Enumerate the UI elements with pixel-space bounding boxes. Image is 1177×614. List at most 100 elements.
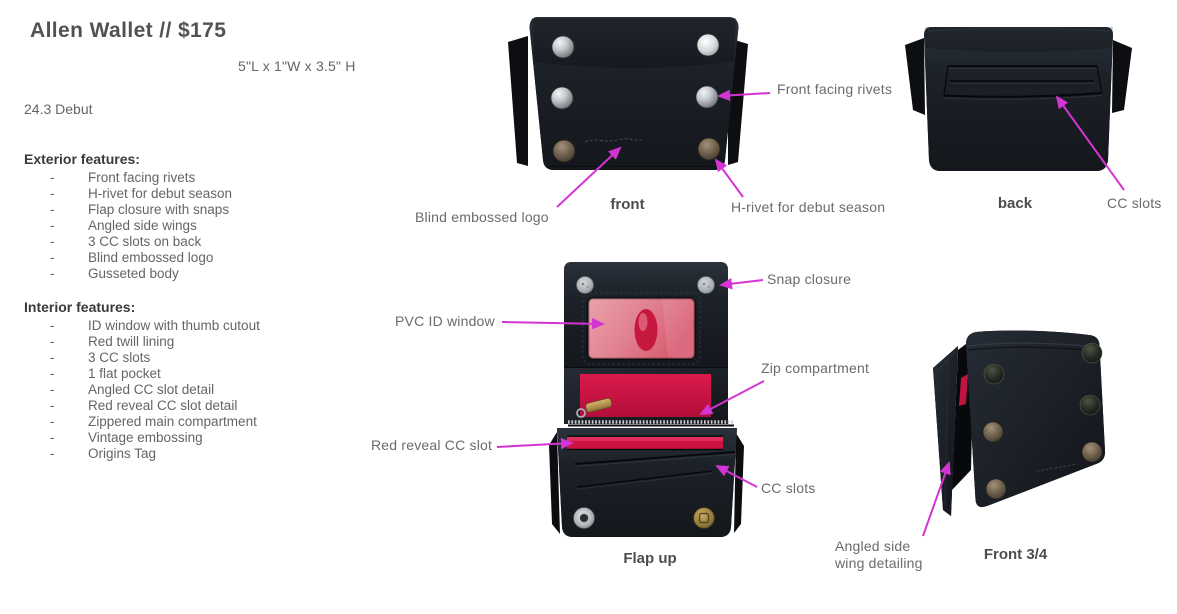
annotation-blind-embossed-logo: Blind embossed logo (415, 209, 549, 225)
feature-item: - Flap closure with snaps (24, 202, 232, 218)
annotation-zip-compartment: Zip compartment (761, 360, 870, 376)
arrow-blind-embossed-logo (556, 146, 622, 208)
bullet: - (50, 186, 55, 201)
annotation-cc-slots-back: CC slots (1107, 195, 1162, 211)
rivet (696, 33, 720, 57)
side-wing (508, 36, 528, 166)
rivet (550, 86, 574, 110)
feature-item: - Angled CC slot detail (24, 382, 260, 398)
interior-features-list: Interior features: -ID window with thumb… (24, 299, 260, 462)
front-34-view-label: Front 3/4 (983, 546, 1048, 563)
feature-text: Angled side wings (88, 218, 197, 233)
season-label: 24.3 Debut (24, 101, 93, 117)
rivet (985, 478, 1007, 500)
snap-fastener (573, 507, 595, 529)
feature-item: - Gusseted body (24, 266, 232, 282)
rivet (982, 421, 1004, 443)
bullet: - (50, 170, 55, 185)
bullet: - (50, 250, 55, 265)
feature-item: - Blind embossed logo (24, 250, 232, 266)
front-view-photo (508, 17, 748, 170)
feature-text: 3 CC slots (88, 350, 151, 365)
exterior-features-heading: Exterior features: (24, 151, 140, 167)
feature-text: Gusseted body (88, 266, 179, 281)
snap-fastener (576, 276, 594, 294)
product-dimensions: 5"L x 1"W x 3.5" H (238, 58, 356, 74)
feature-text: Flap closure with snaps (88, 202, 230, 217)
arrow-h-rivet (714, 158, 744, 198)
arrow-front-facing-rivets (717, 89, 771, 102)
zipper-pull (576, 397, 613, 418)
exterior-features-list: Exterior features: -Front facing rivets … (24, 151, 232, 282)
bullet: - (50, 414, 55, 429)
rivet (551, 35, 575, 59)
feature-item: - 3 CC slots on back (24, 234, 232, 250)
side-wing (1112, 40, 1132, 113)
feature-item: - Zippered main compartment (24, 414, 260, 430)
arrow-cc-slots-interior (715, 465, 758, 488)
red-lining-sliver (959, 374, 968, 406)
arrow-angled-side-wing (922, 461, 951, 537)
feature-item: -Vintage embossing (24, 430, 260, 446)
feature-item: - Red twill lining (24, 334, 260, 350)
annotation-cc-slots-interior: CC slots (761, 480, 816, 496)
side-wing (549, 432, 560, 534)
annotation-pvc-id-window: PVC ID window (395, 313, 495, 329)
bullet: - (50, 446, 55, 461)
feature-text: Zippered main compartment (88, 414, 257, 429)
feature-text: 1 flat pocket (88, 366, 161, 381)
bullet: - (50, 350, 55, 365)
rivet (1079, 394, 1101, 416)
arrow-red-reveal-cc-slot (496, 437, 574, 450)
side-wing (905, 38, 925, 115)
bullet: - (50, 366, 55, 381)
feature-text: 3 CC slots on back (88, 234, 202, 249)
flap-up-view-label: Flap up (623, 550, 677, 567)
rivet (1081, 342, 1103, 364)
bullet: - (50, 218, 55, 233)
feature-item: -ID window with thumb cutout (24, 318, 260, 334)
feature-text: Red twill lining (88, 334, 175, 349)
feature-item: - Origins Tag (24, 446, 260, 462)
interior-features-heading: Interior features: (24, 299, 136, 315)
h-rivet (697, 137, 721, 161)
arrow-pvc-id-window (501, 318, 605, 330)
annotation-arrows (496, 89, 1125, 537)
snap-fastener (697, 276, 715, 294)
back-view-photo (905, 27, 1132, 171)
feature-text: H-rivet for debut season (88, 186, 233, 201)
rivet (1081, 441, 1103, 463)
feature-text: Front facing rivets (88, 170, 196, 185)
bullet: - (50, 234, 55, 249)
feature-text: Blind embossed logo (88, 250, 214, 265)
red-lining (580, 374, 711, 417)
feature-item: - Front facing rivets (24, 170, 232, 186)
feature-item: - H-rivet for debut season (24, 186, 232, 202)
bullet: - (50, 334, 55, 349)
front-34-view-photo (933, 330, 1106, 516)
front-view-label: front (610, 196, 645, 213)
page-title: Allen Wallet // $175 (30, 19, 227, 42)
angled-cc-slots (574, 451, 736, 490)
arrow-snap-closure (719, 278, 764, 290)
side-wing (734, 433, 744, 533)
back-view-label: back (997, 195, 1033, 212)
feature-text: Red reveal CC slot detail (88, 398, 238, 413)
bullet: - (50, 202, 55, 217)
rivet (695, 85, 719, 109)
feature-text: ID window with thumb cutout (88, 318, 260, 333)
rivet (552, 139, 576, 163)
back-cc-slots (943, 65, 1103, 100)
bullet: - (50, 266, 55, 281)
bullet: - (50, 430, 55, 445)
feature-text: Origins Tag (88, 446, 157, 461)
feature-item: -Red reveal CC slot detail (24, 398, 260, 414)
feature-item: - Angled side wings (24, 218, 232, 234)
feature-item: - 1 flat pocket (24, 366, 260, 382)
bullet: - (50, 382, 55, 397)
flap-up-view-photo (549, 262, 744, 537)
annotation-snap-closure: Snap closure (767, 271, 852, 287)
snap-fastener (693, 507, 715, 529)
feature-text: Angled CC slot detail (88, 382, 215, 397)
